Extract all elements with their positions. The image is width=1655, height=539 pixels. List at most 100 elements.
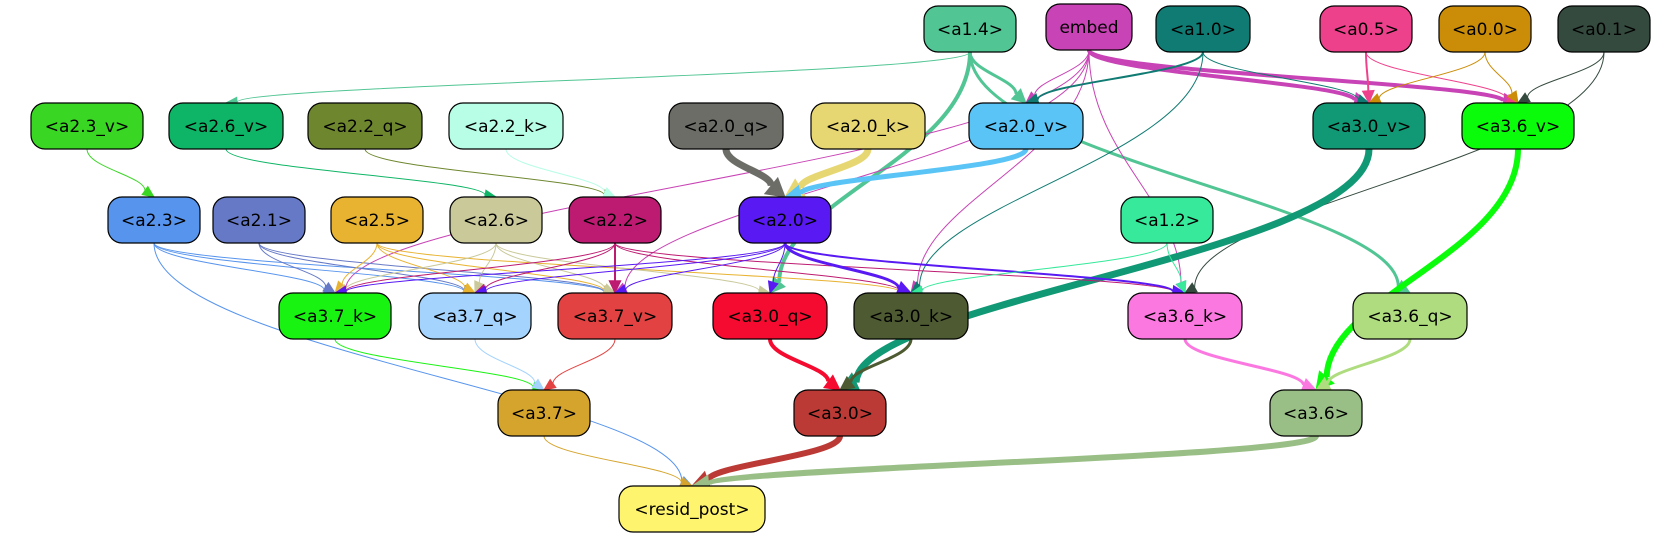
edge-a2_2-to-a3_0_k xyxy=(614,242,901,292)
edge-a3_6_v-to-a3_6 xyxy=(1323,148,1521,378)
edge-arrowhead-a3_7_q-to-a3_7 xyxy=(531,378,545,391)
edge-arrowhead-a3_0_k-to-a3_0 xyxy=(839,375,856,391)
node-a2-5[interactable]: <a2.5> xyxy=(330,196,424,244)
edge-a0_1-to-a3_6_v xyxy=(1527,51,1605,98)
node-a2-2[interactable]: <a2.2> xyxy=(568,196,662,244)
node-label-a3-0-q: <a3.0_q> xyxy=(727,307,812,327)
node-a3-6-q[interactable]: <a3.6_q> xyxy=(1352,292,1468,340)
node-a1-2[interactable]: <a1.2> xyxy=(1120,196,1214,244)
node-a3-6-v[interactable]: <a3.6_v> xyxy=(1461,102,1575,150)
edge-a2_6-to-a3_7_k xyxy=(345,242,497,290)
node-a1-4[interactable]: <a1.4> xyxy=(923,5,1017,53)
edge-a2_3-to-a3_7_k xyxy=(153,242,325,291)
node-a2-0-k[interactable]: <a2.0_k> xyxy=(810,102,926,150)
edge-a0_5-to-a3_0_v xyxy=(1365,51,1370,91)
node-box-a1-0 xyxy=(1155,5,1251,53)
node-label-a2-6-v: <a2.6_v> xyxy=(184,117,269,137)
node-box-a2-0-v xyxy=(968,102,1084,150)
edge-a1_0-to-a2_0_v xyxy=(1036,51,1204,101)
node-label-a3-0-v: <a3.0_v> xyxy=(1327,117,1412,137)
node-a2-3[interactable]: <a2.3> xyxy=(107,196,201,244)
edge-a1_4-to-a2_6_v xyxy=(236,51,971,103)
node-box-a2-0 xyxy=(738,196,832,244)
node-resid-post[interactable]: <resid_post> xyxy=(618,485,766,533)
node-label-a2-2-q: <a2.2_q> xyxy=(322,117,407,137)
node-box-a3-0 xyxy=(793,389,887,437)
node-label-a1-0: <a1.0> xyxy=(1170,20,1236,40)
edge-a2_6-to-a3_0_q xyxy=(495,242,760,292)
edge-a2_2-to-a3_6_k xyxy=(614,242,1175,293)
edge-a3_6_q-to-a3_6 xyxy=(1326,338,1412,385)
node-a2-0-q[interactable]: <a2.0_q> xyxy=(668,102,784,150)
edge-a3_7_k-to-a3_7 xyxy=(334,338,534,388)
node-a3-7-q[interactable]: <a3.7_q> xyxy=(418,292,532,340)
node-label-a2-6: <a2.6> xyxy=(463,211,529,231)
node-a3-7[interactable]: <a3.7> xyxy=(497,389,591,437)
edge-a2_1-to-a3_7_v xyxy=(258,242,605,292)
node-a2-0[interactable]: <a2.0> xyxy=(738,196,832,244)
edge-a3_7_q-to-a3_7 xyxy=(474,338,536,384)
node-a3-0-v[interactable]: <a3.0_v> xyxy=(1312,102,1426,150)
node-a2-3-v[interactable]: <a2.3_v> xyxy=(30,102,144,150)
node-box-a3-7-q xyxy=(418,292,532,340)
node-a3-6-k[interactable]: <a3.6_k> xyxy=(1127,292,1243,340)
node-embed[interactable]: embed xyxy=(1045,3,1133,51)
node-a3-0[interactable]: <a3.0> xyxy=(793,389,887,437)
edge-a2_3_v-to-a2_3 xyxy=(86,148,146,191)
node-box-a0-0 xyxy=(1438,5,1532,53)
node-box-a1-4 xyxy=(923,5,1017,53)
edge-a3_6_k-to-a3_6 xyxy=(1183,338,1306,386)
edge-a0_5-to-a3_6_v xyxy=(1365,51,1508,100)
node-a3-0-k[interactable]: <a3.0_k> xyxy=(853,292,969,340)
edge-a3_0_q-to-a3_0 xyxy=(768,338,831,383)
edge-a2_5-to-a3_0_k xyxy=(376,242,901,293)
node-box-a2-3 xyxy=(107,196,201,244)
edge-a2_6_v-to-a2_6 xyxy=(225,148,486,196)
node-a0-5[interactable]: <a0.5> xyxy=(1319,5,1413,53)
node-box-a3-6-q xyxy=(1352,292,1468,340)
node-a0-1[interactable]: <a0.1> xyxy=(1557,5,1651,53)
node-label-a0-5: <a0.5> xyxy=(1333,20,1399,40)
edge-a2_0-to-a3_6_k xyxy=(784,242,1174,293)
edge-a3_0_k-to-a3_0 xyxy=(849,338,913,383)
edge-a2_0-to-a3_0_k xyxy=(783,242,901,289)
node-box-a2-6 xyxy=(449,196,543,244)
edge-a2_2-to-a3_7_k xyxy=(345,242,616,292)
edge-a1_2-to-a3_6_k xyxy=(1166,242,1182,283)
node-box-a3-6-v xyxy=(1461,102,1575,150)
node-a2-2-k[interactable]: <a2.2_k> xyxy=(448,102,564,150)
nodes-layer: <a1.4> embed <a1.0> <a0.5> <a0.0> <a0.1> <a2.3… xyxy=(30,3,1651,533)
node-box-a2-5 xyxy=(330,196,424,244)
node-label-a3-6-q: <a3.6_q> xyxy=(1367,307,1452,327)
node-label-a3-6-v: <a3.6_v> xyxy=(1476,117,1561,137)
node-a3-0-q[interactable]: <a3.0_q> xyxy=(712,292,828,340)
edge-a2_6-to-a3_7_q xyxy=(478,242,497,283)
edge-embed-to-a3_0_k xyxy=(917,49,1090,285)
node-label-resid-post: <resid_post> xyxy=(634,500,749,520)
node-a2-6-v[interactable]: <a2.6_v> xyxy=(168,102,284,150)
node-box-a2-1 xyxy=(212,196,306,244)
node-box-a2-0-q xyxy=(668,102,784,150)
edge-a2_0-to-a3_7_k xyxy=(345,242,786,293)
node-a1-0[interactable]: <a1.0> xyxy=(1155,5,1251,53)
edge-arrowhead-a2_2-to-a3_7_v xyxy=(608,280,622,295)
node-label-a3-7-v: <a3.7_v> xyxy=(573,307,658,327)
node-a3-6[interactable]: <a3.6> xyxy=(1269,389,1363,437)
node-a2-0-v[interactable]: <a2.0_v> xyxy=(968,102,1084,150)
node-a2-6[interactable]: <a2.6> xyxy=(449,196,543,244)
node-box-a2-3-v xyxy=(30,102,144,150)
node-a3-7-v[interactable]: <a3.7_v> xyxy=(557,292,673,340)
edge-embed-to-a3_7_v xyxy=(624,49,1090,288)
node-a2-2-q[interactable]: <a2.2_q> xyxy=(307,102,423,150)
node-label-a0-0: <a0.0> xyxy=(1452,20,1518,40)
edge-a2_3-to-a3_7_q xyxy=(153,242,465,292)
edge-arrowhead-a2_0_q-to-a2_0 xyxy=(763,176,786,198)
node-a0-0[interactable]: <a0.0> xyxy=(1438,5,1532,53)
node-label-a1-2: <a1.2> xyxy=(1134,211,1200,231)
node-a2-1[interactable]: <a2.1> xyxy=(212,196,306,244)
node-a3-7-k[interactable]: <a3.7_k> xyxy=(278,292,392,340)
edge-embed-to-a3_7_k xyxy=(345,49,1090,290)
node-label-a3-6: <a3.6> xyxy=(1283,404,1349,424)
node-box-a1-2 xyxy=(1120,196,1214,244)
